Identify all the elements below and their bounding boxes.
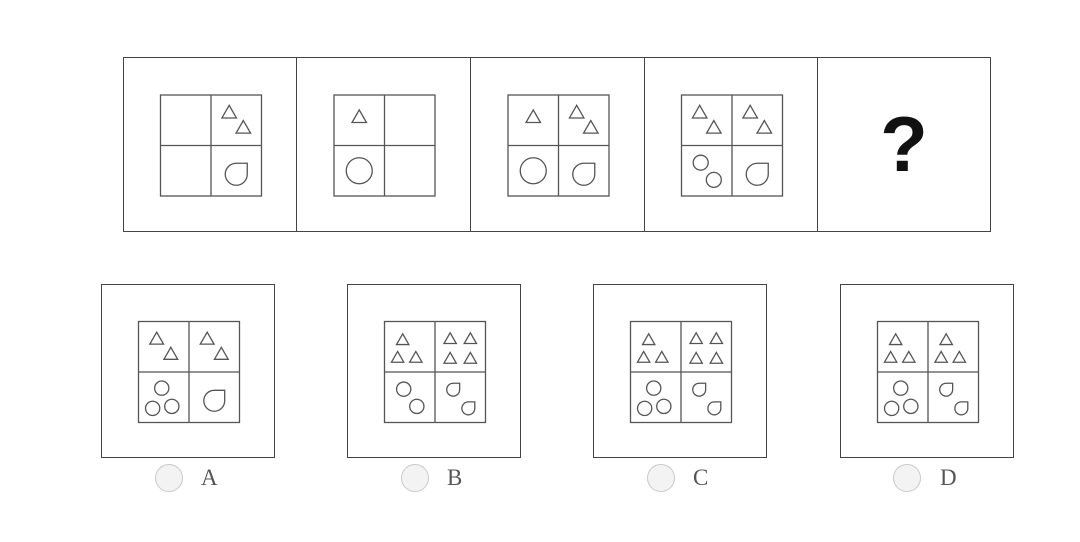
circle-shape (153, 380, 170, 396)
quadrant-figure (507, 94, 610, 197)
circle-shape (345, 157, 373, 185)
option-panel-d[interactable] (840, 284, 1014, 458)
triangle-shape (463, 351, 478, 364)
triangle-shape (442, 351, 458, 364)
circle-shape (395, 381, 412, 397)
circle-shape (656, 398, 672, 415)
question-panel-2 (296, 57, 471, 232)
circle-shape (883, 400, 900, 417)
quadrant-figure (383, 320, 487, 424)
triangle-shape (888, 332, 903, 346)
option-d-label: D (940, 465, 957, 490)
triangle-shape (688, 351, 704, 364)
circle-shape (903, 398, 919, 415)
triangle-shape (636, 350, 651, 363)
option-a-radio[interactable] (155, 464, 183, 492)
triangle-shape (883, 350, 898, 363)
circle-shape (705, 171, 722, 188)
quadrant-figure (137, 320, 241, 424)
triangle-shape (395, 332, 410, 346)
question-panel-4 (644, 57, 818, 232)
triangle-shape (582, 119, 600, 134)
triangle-shape (234, 119, 252, 134)
question-panel-1 (123, 57, 297, 232)
option-a-label: A (201, 465, 218, 490)
triangle-shape (442, 331, 458, 345)
quadrant-figure (876, 320, 980, 424)
drop-shape (203, 389, 226, 412)
triangle-shape (755, 119, 773, 134)
question-panel-unknown: ? (817, 57, 991, 232)
triangle-shape (654, 350, 670, 363)
option-panel-a[interactable] (101, 284, 275, 458)
quadrant-figure (629, 320, 733, 424)
option-panel-c[interactable] (593, 284, 767, 458)
triangle-shape (709, 351, 724, 364)
circle-shape (409, 398, 425, 415)
triangle-shape (162, 346, 179, 360)
triangle-shape (901, 350, 917, 363)
circle-shape (636, 400, 653, 417)
circle-shape (519, 157, 547, 185)
triangle-shape (641, 332, 656, 346)
triangle-shape (199, 330, 216, 345)
triangle-shape (148, 330, 165, 345)
drop-shape (939, 382, 954, 397)
circle-shape (645, 380, 662, 396)
triangle-shape (938, 332, 954, 346)
drop-shape (446, 382, 461, 397)
triangle-shape (463, 331, 478, 345)
triangle-shape (390, 350, 405, 363)
quadrant-figure (159, 94, 263, 197)
quadrant-figure (333, 94, 436, 197)
option-b-radio[interactable] (401, 464, 429, 492)
circle-shape (892, 380, 909, 396)
option-panel-b[interactable] (347, 284, 521, 458)
triangle-shape (220, 104, 238, 119)
triangle-shape (691, 104, 709, 119)
quadrant-figure (680, 94, 784, 197)
triangle-shape (408, 350, 424, 363)
drop-shape (954, 401, 969, 416)
triangle-shape (524, 108, 542, 124)
question-panel-3 (470, 57, 645, 232)
triangle-shape (213, 346, 230, 360)
drop-shape (692, 382, 707, 397)
option-b-label: B (447, 465, 463, 490)
triangle-shape (350, 108, 368, 124)
question-mark: ? (880, 100, 928, 188)
drop-shape (707, 401, 722, 416)
triangle-shape (741, 104, 759, 119)
drop-shape (745, 162, 769, 186)
option-c-label: C (693, 465, 709, 490)
triangle-shape (709, 331, 724, 345)
triangle-shape (952, 350, 967, 363)
triangle-shape (933, 350, 949, 363)
triangle-shape (688, 331, 704, 345)
drop-shape (572, 162, 596, 186)
drop-shape (461, 401, 476, 416)
drop-shape (224, 162, 248, 186)
circle-shape (164, 398, 180, 415)
option-d-radio[interactable] (893, 464, 921, 492)
triangle-shape (705, 119, 723, 134)
circle-shape (144, 400, 161, 417)
triangle-shape (568, 104, 586, 119)
circle-shape (692, 154, 709, 171)
option-c-radio[interactable] (647, 464, 675, 492)
